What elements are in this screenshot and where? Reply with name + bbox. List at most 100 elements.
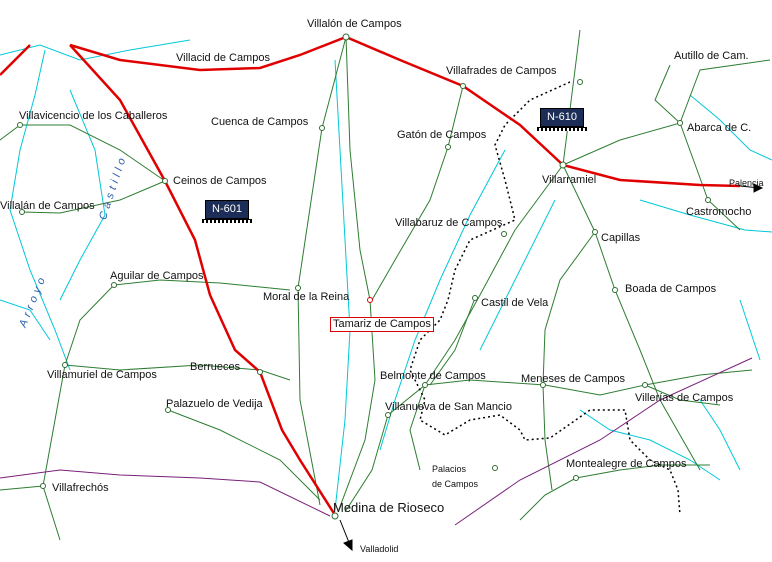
marker-autillo — [577, 79, 583, 85]
marker-ceinos — [162, 178, 168, 184]
marker-villafrechos — [40, 483, 46, 489]
town-label-moral: Moral de la Reina — [263, 291, 350, 303]
road-n601 — [69, 44, 337, 516]
road — [21, 180, 166, 214]
town-label-villafrades: Villafrades de Campos — [446, 65, 557, 77]
town-label-villabaruz: Villabaruz de Campos — [395, 217, 503, 229]
marker-meneses — [540, 382, 546, 388]
town-label-villalon: Villalón de Campos — [307, 18, 402, 30]
river — [0, 299, 51, 341]
town-label-capillas: Capillas — [601, 232, 641, 244]
town-label-villerias: Villerías de Campos — [635, 392, 734, 404]
town-label-palacios: Palacios de Campos — [432, 464, 479, 490]
town-label-villacid: Villacid de Campos — [176, 52, 270, 64]
railway-line — [409, 81, 681, 516]
town-label-ceinos: Ceinos de Campos — [173, 175, 267, 187]
town-label-aguilar: Aguilar de Campos — [110, 270, 204, 282]
town-label-villanueva: Villanueva de San Mancio — [385, 401, 512, 413]
road — [64, 284, 115, 366]
road-n610 — [69, 35, 741, 188]
river — [59, 89, 106, 301]
marker-castromocho — [705, 197, 711, 203]
road — [575, 464, 710, 479]
road — [562, 59, 771, 166]
marker-medina — [331, 512, 339, 520]
road — [644, 384, 721, 406]
road — [337, 36, 376, 513]
road — [0, 485, 44, 491]
arrow-valladolid-head — [343, 539, 353, 552]
marker-moral — [295, 285, 301, 291]
arrow-palencia-head — [753, 183, 764, 193]
road — [654, 64, 681, 124]
road — [42, 364, 66, 541]
river — [479, 199, 556, 351]
road-shield-n601: N-601 — [202, 200, 252, 224]
town-label-palazuelo: Palazuelo de Vedija — [166, 398, 263, 410]
road — [542, 231, 596, 491]
marker-villarramiel — [559, 161, 567, 169]
road — [371, 85, 464, 301]
marker-villanueva — [385, 412, 391, 418]
town-markers — [17, 33, 711, 520]
town-label-castromocho: Castromocho — [686, 206, 752, 218]
town-label-villamuriel: Villamuriel de Campos — [47, 369, 157, 381]
marker-abarca — [677, 120, 683, 126]
river — [699, 399, 741, 471]
road — [167, 409, 321, 501]
marker-villamuriel — [62, 362, 68, 368]
town-label-berrueces: Berrueces — [190, 361, 241, 373]
national-roads — [0, 35, 741, 516]
road — [20, 124, 166, 182]
town-label-autillo: Autillo de Cam. — [674, 50, 749, 62]
river — [639, 199, 772, 233]
marker-capillas — [592, 229, 598, 235]
marker-tamariz — [367, 297, 373, 303]
town-label-villarramiel: Villarramiel — [542, 174, 597, 186]
road — [429, 297, 476, 386]
road — [562, 29, 581, 166]
direction-arrows — [339, 183, 764, 552]
marker-gaton — [445, 144, 451, 150]
town-label-tamariz: Tamariz de Campos — [330, 317, 434, 332]
road — [344, 414, 389, 513]
river-network — [0, 39, 772, 511]
marker-palazuelo — [165, 407, 171, 413]
town-label-boada: Boada de Campos — [625, 283, 717, 295]
marker-villalon — [342, 33, 350, 41]
river — [579, 409, 721, 481]
road — [519, 477, 577, 521]
road — [562, 164, 701, 471]
marker-villabaruz — [501, 231, 507, 237]
railway — [409, 81, 681, 516]
town-label-montealegre: Montealegre de Campos — [566, 458, 687, 470]
road-shield-n610: N-610 — [537, 108, 587, 132]
boundary-lines — [0, 357, 753, 526]
town-label-belmonte: Belmonte de Campos — [380, 370, 486, 382]
road — [424, 369, 753, 396]
road — [64, 364, 291, 381]
boundary — [454, 357, 753, 526]
marker-villafrades — [460, 83, 466, 89]
road — [297, 36, 347, 506]
town-label-villavicencio: Villavicencio de los Caballeros — [19, 110, 168, 122]
marker-villalan — [19, 209, 25, 215]
river — [0, 39, 191, 61]
road — [0, 124, 21, 141]
town-label-villalan: Villalán de Campos — [0, 200, 95, 212]
marker-palacios — [492, 465, 498, 471]
town-label-castil: Castil de Vela — [481, 297, 549, 309]
town-label-gaton: Gatón de Campos — [397, 129, 487, 141]
marker-castil — [472, 295, 478, 301]
boundary — [0, 469, 331, 517]
destination-label-palencia: Palencia — [729, 178, 764, 188]
river — [689, 94, 772, 161]
marker-cuenca — [319, 125, 325, 131]
river — [379, 149, 506, 451]
destination-label-valladolid: Valladolid — [360, 544, 399, 554]
marker-belmonte — [422, 382, 428, 388]
marker-montealegre — [573, 475, 579, 481]
arrow-valladolid-line — [339, 519, 351, 546]
